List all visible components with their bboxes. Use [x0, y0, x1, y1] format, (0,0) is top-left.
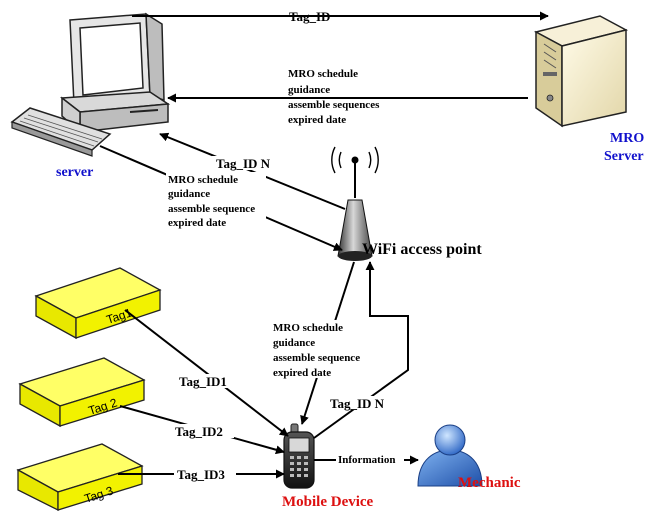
computer-icon: [10, 12, 171, 157]
tag-1: Tag1: [34, 267, 162, 340]
mro-to-server-info: MRO schedule guidance assemble sequences…: [288, 68, 382, 126]
tag-id-n-to-wifi-arrow: [313, 261, 409, 439]
info-line: MRO schedule: [168, 174, 238, 186]
tag-id1-label: Tag_ID1: [179, 374, 227, 389]
info-line: expired date: [168, 217, 226, 229]
tag-id3-label: Tag_ID3: [177, 467, 225, 482]
tag-id-label: Tag_ID: [289, 9, 330, 24]
info-line: expired date: [288, 114, 346, 126]
info-line: guidance: [168, 188, 210, 200]
info-line: assemble sequences: [288, 99, 380, 111]
wifi-to-mobile-info: MRO schedule guidance assemble sequence …: [273, 322, 363, 379]
tag-id-n-mobile-label: Tag_ID N: [330, 396, 385, 411]
tag-2: Tag 2: [18, 357, 146, 428]
server-label: server: [56, 165, 93, 180]
mro-label: MRO: [610, 131, 644, 146]
tag-id-n-server-label: Tag_ID N: [216, 156, 271, 171]
info-line: guidance: [273, 337, 315, 349]
tag-id2-label: Tag_ID2: [175, 424, 223, 439]
wifi-access-point-icon: [331, 146, 379, 261]
mechanic-icon: [417, 424, 483, 487]
info-line: assemble sequence: [273, 352, 360, 364]
mechanic-label: Mechanic: [458, 475, 521, 491]
tag-3: Tag 3: [16, 443, 144, 512]
tag-id-n-to-server-arrow: [159, 132, 346, 210]
mobile-device-icon: [283, 423, 315, 489]
mro-server-icon: [533, 15, 629, 128]
info-line: expired date: [273, 367, 331, 379]
mobile-device-label: Mobile Device: [282, 494, 374, 510]
info-line: assemble sequence: [168, 203, 255, 215]
tag1-arrow: [124, 309, 289, 437]
server-to-wifi-info: MRO schedule guidance assemble sequence …: [168, 174, 258, 229]
info-line: MRO schedule: [273, 322, 343, 334]
wifi-label: WiFi access point: [362, 241, 482, 258]
server-label-2: Server: [604, 149, 644, 164]
information-label: Information: [338, 454, 395, 466]
info-line: MRO schedule: [288, 68, 358, 80]
info-line: guidance: [288, 84, 330, 96]
